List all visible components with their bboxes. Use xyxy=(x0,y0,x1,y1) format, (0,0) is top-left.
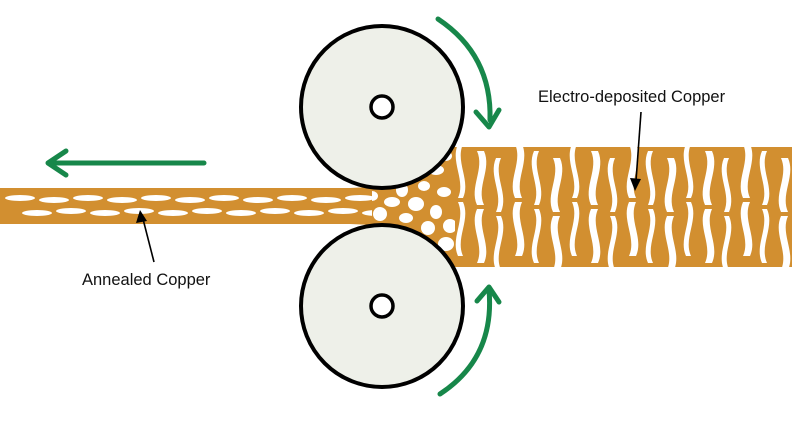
compressed-grain xyxy=(421,221,435,235)
elongated-grain xyxy=(328,208,358,214)
columnar-grain xyxy=(531,151,542,205)
elongated-grain xyxy=(56,208,86,214)
columnar-grain xyxy=(512,147,525,198)
electro-deposited-copper-strip xyxy=(452,147,792,267)
compressed-grain xyxy=(418,181,430,191)
elongated-grain xyxy=(192,208,222,214)
compressed-grain xyxy=(438,237,454,251)
elongated-grain xyxy=(39,197,69,203)
compressed-grain xyxy=(373,207,387,221)
top-roller xyxy=(299,24,465,190)
columnar-grain xyxy=(702,151,715,205)
elongated-grain xyxy=(345,195,372,201)
electro-deposited-copper-label: Electro-deposited Copper xyxy=(538,88,726,106)
compressed-grain xyxy=(408,197,424,211)
elongated-grain xyxy=(209,195,239,201)
columnar-grain xyxy=(645,209,656,263)
compressed-grain xyxy=(384,197,400,207)
columnar-grain xyxy=(531,209,542,263)
columnar-grain xyxy=(512,202,525,256)
columnar-grain xyxy=(607,216,618,267)
columnar-grain xyxy=(588,151,601,205)
columnar-grain xyxy=(759,209,770,263)
feed-direction-arrow-icon xyxy=(45,148,207,178)
columnar-grain xyxy=(721,216,732,267)
columnar-grain xyxy=(721,158,732,212)
elongated-grain xyxy=(311,197,341,203)
elongated-grain xyxy=(175,197,205,203)
columnar-grain xyxy=(759,151,770,205)
elongated-grain xyxy=(362,210,372,216)
columnar-grain xyxy=(683,147,694,198)
compressed-grain xyxy=(443,219,455,233)
annealed-copper-label: Annealed Copper xyxy=(82,271,211,289)
columnar-grain xyxy=(455,202,466,256)
columnar-grain xyxy=(740,147,753,198)
elongated-grain xyxy=(73,195,103,201)
columnar-grain xyxy=(550,216,563,267)
compressed-grain xyxy=(437,187,451,197)
columnar-grain xyxy=(493,158,504,212)
electro-pointer xyxy=(630,111,642,191)
elongated-grain xyxy=(277,195,307,201)
columnar-grain xyxy=(550,158,563,212)
columnar-grain xyxy=(702,209,715,263)
compressed-grain xyxy=(430,205,442,219)
columnar-grain xyxy=(664,216,677,267)
columnar-grain xyxy=(474,151,487,205)
columnar-grain xyxy=(607,158,618,212)
elongated-grain xyxy=(294,210,324,216)
elongated-grain xyxy=(90,210,120,216)
columnar-grain xyxy=(569,147,580,198)
top-roller-rotation-arrow-icon xyxy=(435,16,502,130)
columnar-grain xyxy=(493,216,504,267)
bottom-roller-axle xyxy=(369,293,395,319)
columnar-grain xyxy=(588,209,601,263)
elongated-grain xyxy=(141,195,171,201)
elongated-grain xyxy=(22,210,52,216)
columnar-grain xyxy=(626,202,639,256)
elongated-grain xyxy=(124,208,154,214)
elongated-grain xyxy=(260,208,290,214)
compressed-grain xyxy=(399,213,413,223)
annealed-copper-strip xyxy=(0,188,372,224)
top-roller-axle xyxy=(369,94,395,120)
columnar-grain xyxy=(569,202,580,256)
elongated-grain xyxy=(243,197,273,203)
columnar-grain xyxy=(740,202,753,256)
columnar-grain xyxy=(474,209,487,263)
columnar-grain xyxy=(778,216,791,267)
columnar-grain xyxy=(455,147,466,198)
columnar-grain xyxy=(778,158,791,212)
columnar-grain xyxy=(664,158,677,212)
bottom-roller-rotation-arrow-icon xyxy=(437,284,502,397)
columnar-grain xyxy=(645,151,656,205)
columnar-grain xyxy=(683,202,694,256)
columnar-grain xyxy=(626,147,639,198)
elongated-grain xyxy=(107,197,137,203)
bottom-roller xyxy=(299,223,465,389)
elongated-grain xyxy=(5,195,35,201)
elongated-grain xyxy=(158,210,188,216)
annealed-pointer xyxy=(136,210,155,263)
elongated-grain xyxy=(226,210,256,216)
